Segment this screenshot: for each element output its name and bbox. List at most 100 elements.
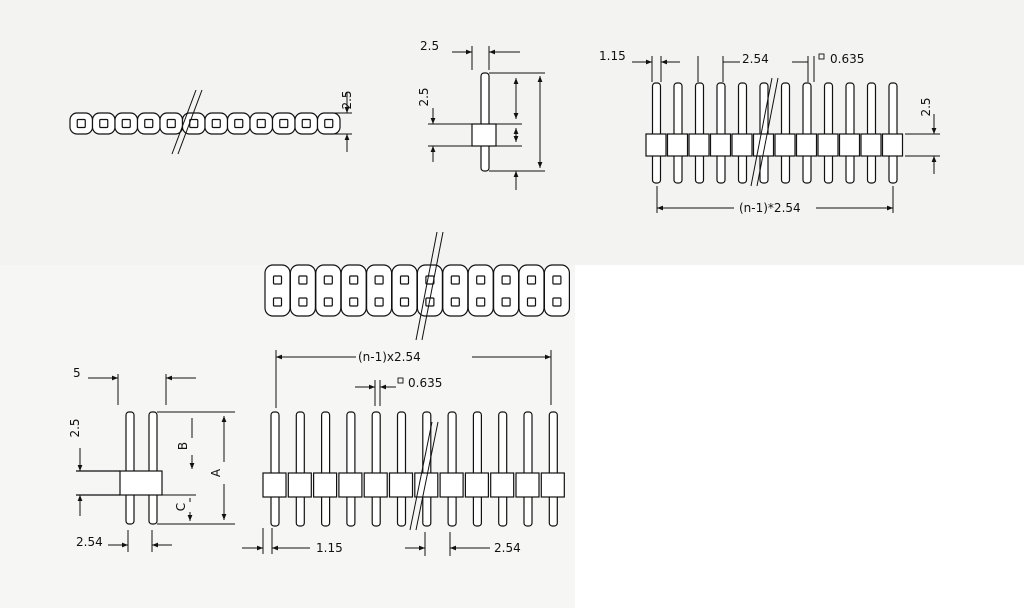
pin-body — [262, 472, 287, 498]
pin — [548, 411, 558, 527]
pin-square — [450, 297, 460, 307]
single-row-top-view — [69, 112, 341, 135]
pin — [498, 411, 508, 527]
pin — [371, 411, 381, 527]
pin — [472, 411, 482, 527]
pin — [447, 411, 457, 527]
pin-body — [338, 472, 363, 498]
pin — [780, 82, 791, 184]
double-row-top-view-break-mark — [415, 231, 444, 341]
pin-cell — [114, 112, 139, 135]
pin-body — [795, 133, 818, 157]
pin-cell — [159, 112, 184, 135]
pin-body — [752, 133, 775, 157]
single-row-front-view-pitch-label: 2.54 — [742, 52, 769, 66]
single-row-side-view-width-label: 2.5 — [420, 39, 439, 53]
double-row-front-view-dimensions — [242, 377, 490, 556]
pin — [321, 411, 331, 527]
pin-body — [666, 133, 689, 157]
pin-square — [399, 275, 410, 285]
double-row-front-view-pin-width-label: 1.15 — [316, 541, 343, 555]
pin-square — [349, 297, 359, 307]
pin-cell — [315, 264, 342, 317]
pin — [845, 82, 855, 184]
double-row-front-view-break-mark — [409, 421, 439, 531]
pin — [651, 82, 662, 184]
double-row-top-view — [264, 264, 571, 317]
pin-cell — [391, 264, 418, 317]
pin-square — [298, 275, 308, 285]
double-row-side-view-a-label: A — [209, 468, 223, 477]
pin-body — [388, 472, 414, 498]
pin-square — [323, 275, 333, 285]
double-row-total-length-label: (n-1)x2.54 — [358, 350, 421, 364]
single-row-front-view-dimensions — [632, 53, 940, 213]
single-row-top-view-break-mark — [171, 89, 203, 155]
pin — [270, 411, 280, 527]
pin-cell — [136, 112, 161, 135]
pin-square — [552, 297, 562, 307]
pin-body — [439, 472, 464, 498]
pin-square — [279, 118, 289, 129]
pin-square — [374, 297, 384, 307]
pin-square — [526, 297, 537, 307]
pin-square — [526, 275, 537, 285]
single-row-top-view-height-dimension — [330, 92, 352, 152]
single-row-front-view-body-height-label: 2.5 — [919, 97, 933, 116]
single-row-front-view-pin-width-label: 1.15 — [599, 49, 626, 63]
pin-square — [256, 118, 266, 129]
pin-square — [166, 118, 176, 129]
pin — [802, 82, 812, 184]
double-row-side-view-row-pitch-label: 2.54 — [76, 535, 103, 549]
pin-cell — [271, 112, 296, 135]
pin-square — [501, 275, 511, 285]
pin-body — [860, 133, 882, 157]
pin-cell — [316, 112, 341, 135]
pin-cell — [518, 264, 545, 317]
single-row-side-view-dimensions — [428, 46, 545, 190]
double-row-front-view-pin-size-label: 0.635 — [408, 376, 442, 390]
double-row-side-view-row-spacing-label: 5 — [73, 366, 81, 380]
pin-cell — [543, 264, 571, 317]
pin-body — [731, 133, 753, 157]
single-row-side-view-height-label: 2.5 — [417, 87, 431, 106]
pin-square — [476, 297, 486, 307]
double-row-front-view-pitch-label: 2.54 — [494, 541, 521, 555]
pin-body — [287, 472, 312, 498]
pin-cell — [467, 264, 494, 317]
pin-cell — [416, 264, 443, 317]
pin-square — [144, 118, 154, 129]
pin — [673, 82, 683, 184]
single-row-front-view — [645, 82, 904, 184]
pin — [888, 82, 898, 184]
pin — [823, 82, 834, 184]
pin — [716, 82, 726, 184]
pin-square — [121, 118, 131, 129]
pin-body — [838, 133, 861, 157]
pin-square — [76, 118, 86, 129]
pin — [295, 411, 305, 527]
single-row-top-view-height-label: 2.5 — [340, 90, 354, 109]
pin-body — [688, 133, 710, 157]
pin-cell — [249, 112, 274, 135]
pin — [422, 411, 432, 527]
pin-square — [99, 118, 109, 129]
pin — [866, 82, 877, 184]
pin-body — [881, 133, 904, 157]
double-row-side-view-dimensions — [77, 374, 235, 552]
single-row-front-view-break-mark — [750, 77, 779, 187]
single-row-front-view-total-length-label: (n-1)*2.54 — [739, 201, 801, 215]
pin-square — [374, 275, 384, 285]
pin-square — [349, 275, 359, 285]
double-row-side-view — [76, 411, 163, 525]
double-row-side-view-c-label: C — [174, 503, 188, 511]
pin-body — [490, 472, 515, 498]
pin-square — [476, 275, 486, 285]
pin-cell — [340, 264, 367, 317]
pin-cell — [226, 112, 251, 135]
pin — [737, 82, 748, 184]
pin-body — [645, 133, 667, 157]
pin — [346, 411, 356, 527]
